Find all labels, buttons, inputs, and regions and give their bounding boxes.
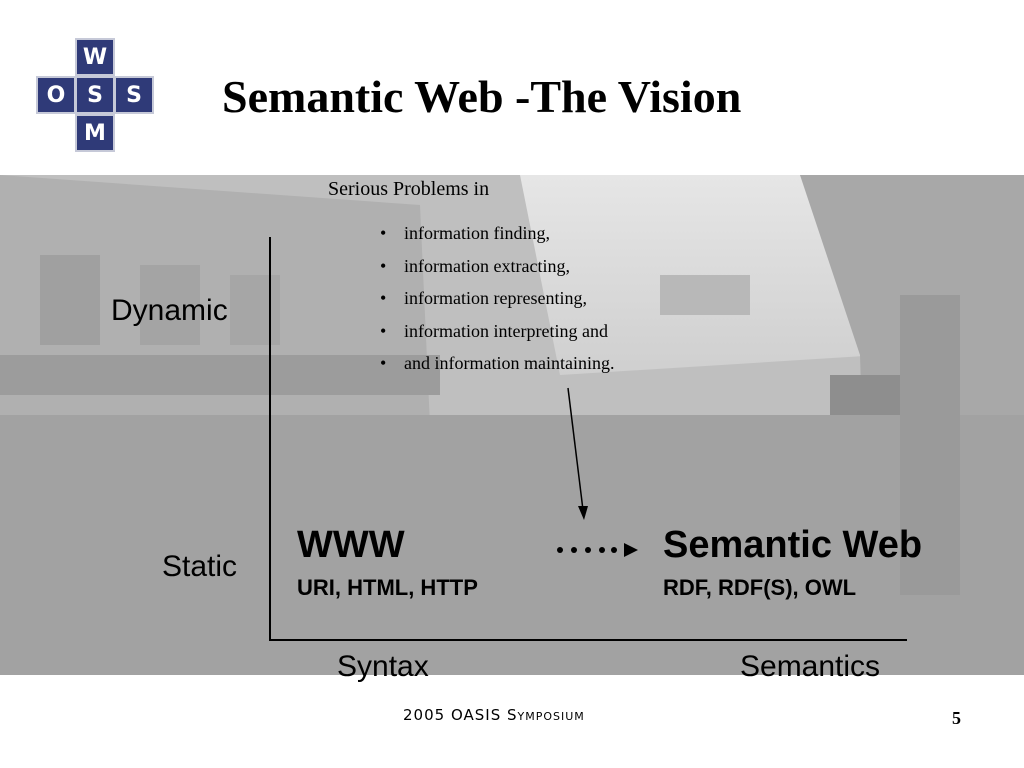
www-title: WWW (297, 524, 405, 566)
pointer-arrow-line (567, 387, 584, 511)
y-axis-label-dynamic: Dynamic (111, 294, 228, 327)
x-axis-label-semantics: Semantics (740, 650, 881, 683)
footer-text: 2005 OASIS Symposium (403, 706, 585, 724)
list-item: information finding, (380, 217, 614, 250)
oasis-logo: W O S S M (30, 30, 160, 160)
semantic-web-title: Semantic Web (663, 524, 923, 566)
slide-title: Semantic Web -The Vision (222, 71, 742, 122)
list-item: information interpreting and (380, 315, 614, 348)
problems-list: information finding, information extract… (380, 217, 614, 380)
logo-cell-center: S (75, 76, 115, 114)
page-number: 5 (952, 708, 961, 728)
horizontal-axis (269, 639, 907, 641)
list-item: information representing, (380, 282, 614, 315)
y-axis-label-static: Static (162, 550, 238, 583)
dotted-arrow (557, 543, 638, 557)
semantic-web-technologies: RDF, RDF(S), OWL (663, 575, 857, 600)
pointer-arrow-head (578, 506, 588, 520)
logo-cell-bottom: M (75, 114, 115, 152)
logo-cell-left: O (36, 76, 76, 114)
list-item: information extracting, (380, 250, 614, 283)
x-axis-label-syntax: Syntax (337, 650, 429, 683)
problems-heading: Serious Problems in (328, 178, 490, 200)
www-technologies: URI, HTML, HTTP (297, 575, 478, 600)
logo-cell-right: S (114, 76, 154, 114)
list-item: and information maintaining. (380, 347, 614, 380)
logo-cell-top: W (75, 38, 115, 76)
vertical-axis (269, 237, 271, 641)
